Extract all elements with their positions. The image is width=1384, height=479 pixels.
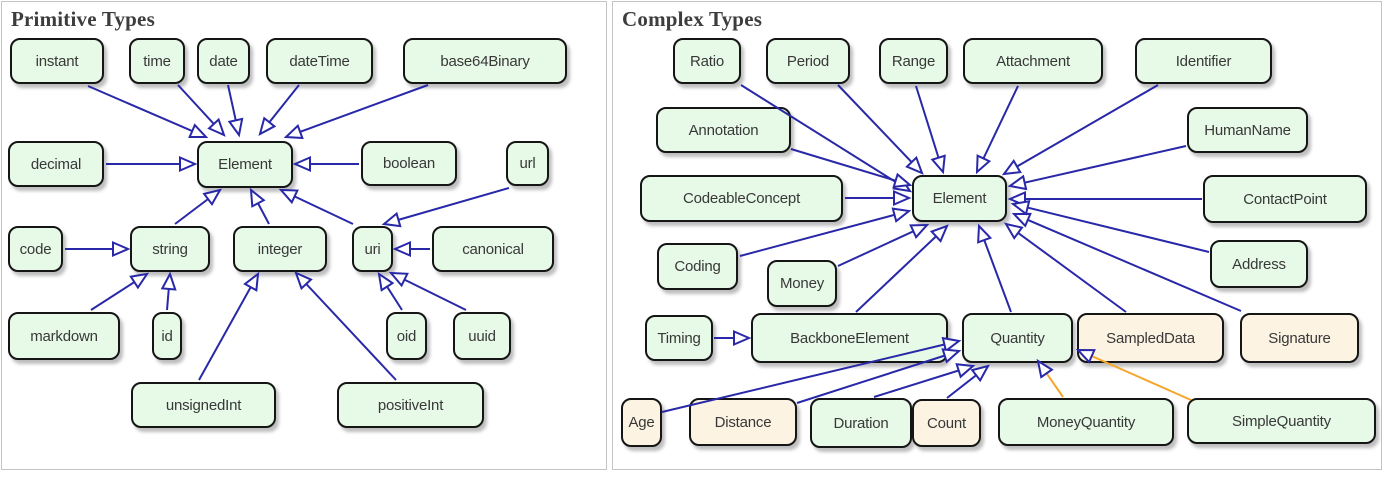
node-uri[interactable]: uri	[352, 226, 393, 272]
panel-title-primitive-types: Primitive Types	[11, 7, 155, 31]
node-range[interactable]: Range	[879, 38, 948, 84]
node-boolean[interactable]: boolean	[361, 141, 457, 186]
node-period[interactable]: Period	[766, 38, 850, 84]
node-ratio[interactable]: Ratio	[673, 38, 741, 84]
node-markdown[interactable]: markdown	[8, 312, 120, 360]
node-moneyQuantity[interactable]: MoneyQuantity	[998, 398, 1174, 446]
node-string[interactable]: string	[130, 226, 210, 272]
node-canonical[interactable]: canonical	[432, 226, 554, 272]
node-duration[interactable]: Duration	[810, 398, 912, 448]
node-annotation[interactable]: Annotation	[656, 107, 791, 153]
node-decimal[interactable]: decimal	[8, 141, 104, 187]
node-element[interactable]: Element	[912, 175, 1007, 222]
node-simpleQuantity[interactable]: SimpleQuantity	[1187, 398, 1376, 444]
node-time[interactable]: time	[129, 38, 185, 84]
node-sampledData[interactable]: SampledData	[1077, 313, 1224, 363]
node-quantity[interactable]: Quantity	[962, 313, 1073, 363]
node-humanName[interactable]: HumanName	[1187, 107, 1308, 153]
node-address[interactable]: Address	[1210, 240, 1308, 288]
node-identifier[interactable]: Identifier	[1135, 38, 1272, 84]
node-base64Binary[interactable]: base64Binary	[403, 38, 567, 84]
node-coding[interactable]: Coding	[657, 243, 738, 290]
node-money[interactable]: Money	[767, 260, 837, 307]
node-date[interactable]: date	[197, 38, 250, 84]
node-backboneElement[interactable]: BackboneElement	[751, 313, 948, 363]
node-attachment[interactable]: Attachment	[963, 38, 1103, 84]
node-instant[interactable]: instant	[10, 38, 104, 84]
node-timing[interactable]: Timing	[645, 315, 713, 361]
node-count[interactable]: Count	[912, 399, 981, 447]
node-contactPoint[interactable]: ContactPoint	[1203, 175, 1367, 223]
node-unsignedInt[interactable]: unsignedInt	[131, 382, 276, 428]
node-age[interactable]: Age	[621, 398, 662, 447]
node-codeableConcept[interactable]: CodeableConcept	[640, 175, 843, 222]
node-uuid[interactable]: uuid	[453, 312, 511, 360]
node-code[interactable]: code	[8, 226, 63, 272]
panel-title-complex-types: Complex Types	[622, 7, 763, 31]
node-element[interactable]: Element	[197, 141, 293, 188]
node-dateTime[interactable]: dateTime	[266, 38, 373, 84]
node-positiveInt[interactable]: positiveInt	[337, 382, 484, 428]
node-oid[interactable]: oid	[386, 312, 427, 360]
node-url[interactable]: url	[506, 141, 549, 186]
node-id[interactable]: id	[152, 312, 182, 360]
node-signature[interactable]: Signature	[1240, 313, 1359, 363]
node-distance[interactable]: Distance	[689, 398, 797, 446]
node-integer[interactable]: integer	[233, 226, 327, 272]
